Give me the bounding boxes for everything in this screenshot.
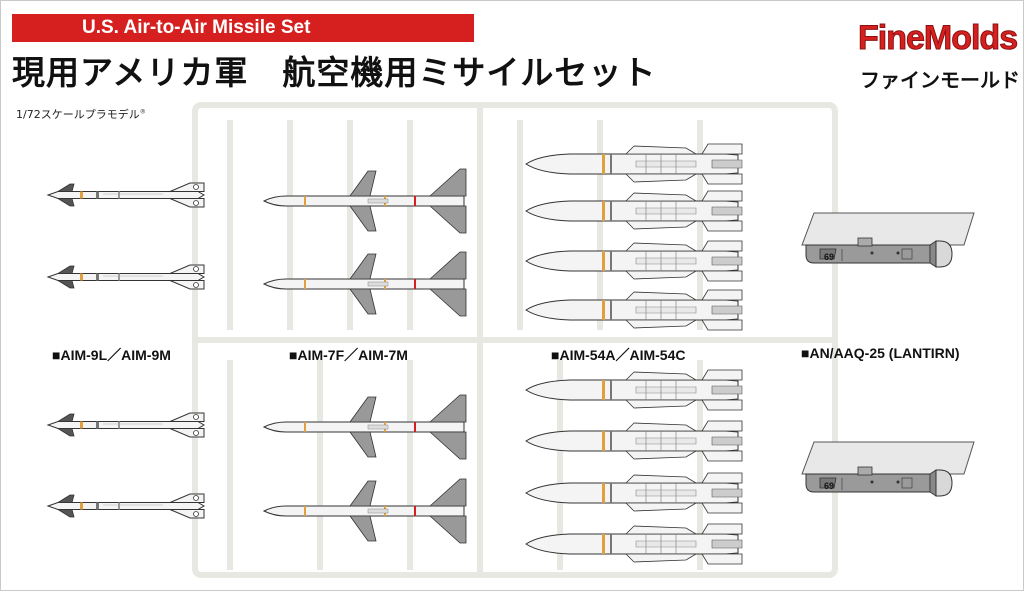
scale-text: 1/72スケールプラモデル — [16, 108, 140, 121]
scale-label: 1/72スケールプラモデル® — [16, 106, 146, 122]
aim-54-4 — [525, 289, 743, 331]
title-banner: U.S. Air-to-Air Missile Set — [12, 14, 474, 42]
aim-54-1 — [525, 143, 743, 185]
japanese-title: 現用アメリカ軍 航空機用ミサイルセット — [12, 53, 657, 92]
label-aim-7: ■AIM-7F／AIM-7M — [289, 347, 408, 363]
aim-7-top-1 — [263, 168, 467, 234]
aim-7-top-2 — [263, 251, 467, 317]
english-title: U.S. Air-to-Air Missile Set — [82, 17, 311, 38]
aim-54-5 — [525, 369, 743, 411]
aim-54-8 — [525, 523, 743, 565]
finemolds-logo: FineMolds — [858, 18, 1019, 58]
aim-9-bottom-1 — [47, 412, 205, 438]
registered-mark: ® — [139, 108, 146, 116]
aim-54-3 — [525, 240, 743, 282]
label-aim-54: ■AIM-54A／AIM-54C — [551, 347, 686, 363]
aim-54-7 — [525, 472, 743, 514]
label-lantirn: ■AN/AAQ-25 (LANTIRN) — [801, 345, 960, 361]
label-aim-9: ■AIM-9L／AIM-9M — [52, 347, 171, 363]
logo-wordmark: FineMolds — [858, 19, 1019, 58]
aim-7-bottom-2 — [263, 478, 467, 544]
aim-54-6 — [525, 420, 743, 462]
pod-marking-bottom: 69 — [824, 481, 834, 491]
brand-katakana: ファインモールド — [860, 68, 1020, 92]
aim-7-bottom-1 — [263, 394, 467, 460]
aim-9-top-1 — [47, 182, 205, 208]
aim-9-bottom-2 — [47, 493, 205, 519]
aim-54-2 — [525, 190, 743, 232]
aim-9-top-2 — [47, 264, 205, 290]
pod-marking-top: 69 — [824, 252, 834, 262]
